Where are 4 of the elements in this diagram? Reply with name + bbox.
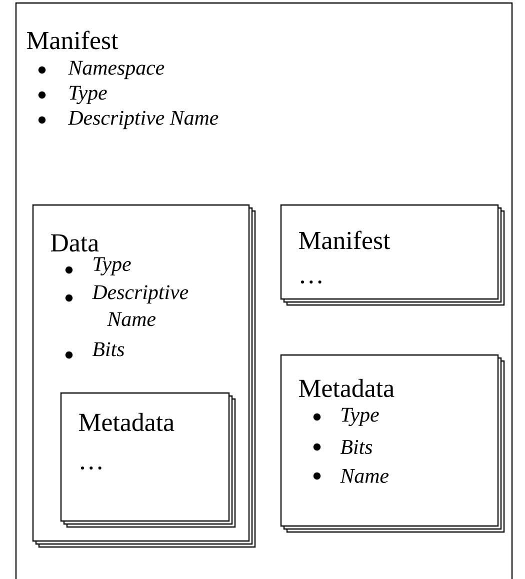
list-item: Descriptive Name [68, 110, 218, 130]
box-heading: Manifest [26, 30, 118, 50]
list-item: Namespace [68, 60, 164, 80]
list-item: Type [70, 86, 107, 104]
